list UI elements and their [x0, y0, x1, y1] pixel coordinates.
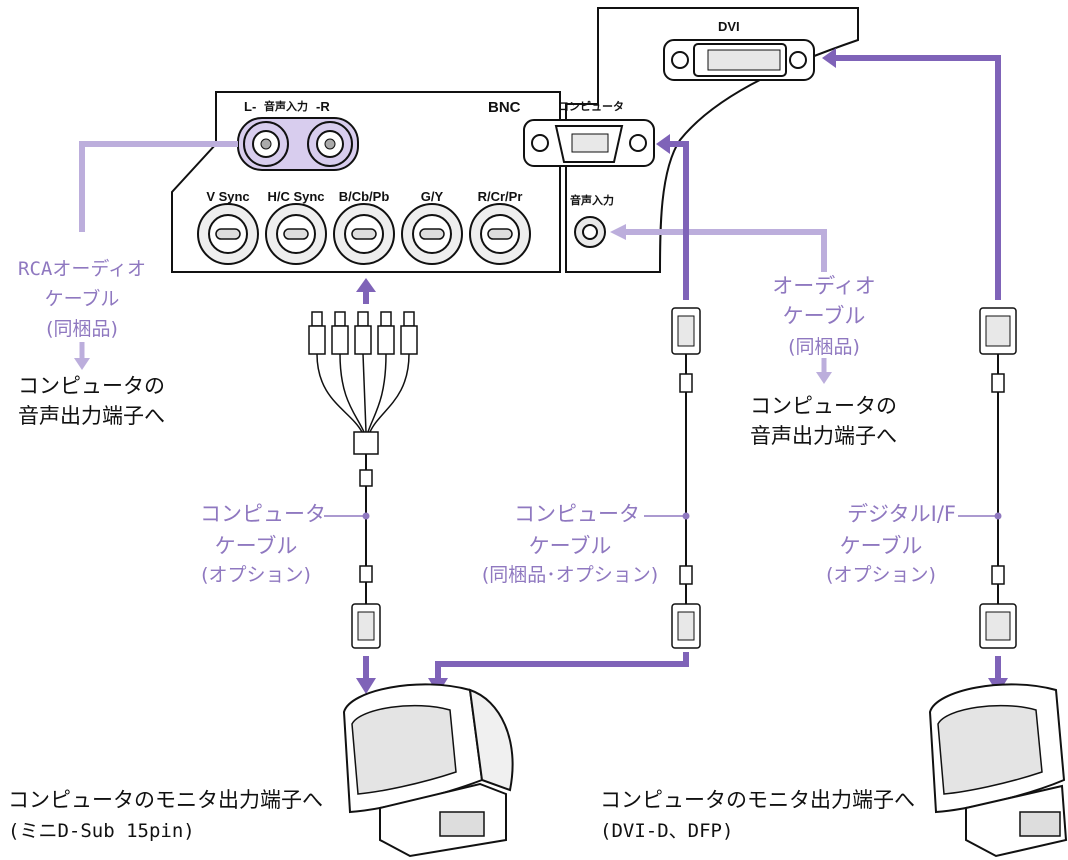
bnc-cable-label-2: ケーブル [214, 534, 298, 558]
bnc-port-label-r: R/Cr/Pr [477, 189, 523, 204]
left-destination-1: コンピュータの [18, 374, 165, 398]
rca-jacks-icon [237, 117, 359, 171]
computer-port-label: コンピュータ [558, 101, 624, 113]
bnc-port-label-b: B/Cb/Pb [338, 189, 390, 204]
pc-panel [565, 7, 859, 273]
rca-cable-label-3: (同梱品) [46, 318, 118, 340]
left-destination-2: 音声出力端子へ [18, 404, 165, 428]
audio-cable-label-2: ケーブル [782, 304, 866, 328]
dvi-cable-label-1: デジタルI/F [847, 502, 956, 526]
dvi-port-icon [663, 39, 815, 81]
mid-destination-1: コンピュータの [750, 394, 897, 418]
bnc-connector-r-icon [469, 203, 531, 265]
vga-cable-label-1: コンピュータ [514, 502, 640, 526]
bnc-connector-b-icon [333, 203, 395, 265]
audio-cable-label-1: オーディオ [772, 274, 876, 298]
bnc-connector-g-icon [401, 203, 463, 265]
bnc-port-label-v-sync: V Sync [206, 189, 250, 204]
dvi-cable-label-3: (オプション) [826, 564, 936, 586]
dvi-label: DVI [718, 19, 740, 34]
bnc-cable-label-3: (オプション) [201, 564, 311, 586]
audio-cable-label-3: (同梱品) [788, 336, 860, 358]
bnc-up-arrow [356, 278, 376, 304]
computer-monitor-left-icon [342, 683, 514, 858]
vga-path [656, 134, 689, 300]
bnc-connector-v-sync-icon [197, 203, 259, 265]
lr-label-l: L- [244, 99, 257, 114]
bnc-label: BNC [488, 99, 521, 116]
bnc-cable-icon [308, 311, 418, 649]
bnc-port-label-g: G/Y [420, 189, 444, 204]
monitor-left-label-1: コンピュータのモニタ出力端子へ [8, 788, 323, 812]
vga-port-icon [523, 119, 655, 167]
monitor-right-label-1: コンピュータのモニタ出力端子へ [600, 788, 915, 812]
lr-label-r: -R [316, 99, 330, 114]
rca-cable-label-2: ケーブル [44, 288, 120, 310]
dvi-cable-label-2: ケーブル [839, 534, 923, 558]
rca-cable-label-1: RCAオーディオ [18, 258, 146, 280]
audio-in-label: 音声入力 [570, 195, 614, 207]
bnc-connector-hc-sync-icon [265, 203, 327, 265]
bnc-port-label-hc-sync: H/C Sync [267, 189, 325, 204]
vga-cable-icon [671, 307, 701, 649]
mid-destination-2: 音声出力端子へ [750, 424, 897, 448]
pc-audio-path [610, 224, 832, 384]
computer-monitor-right-icon [928, 683, 1068, 858]
vga-cable-label-2: ケーブル [528, 534, 612, 558]
monitor-right-label-2: (DVI-D、DFP) [600, 820, 734, 842]
bnc-cable-label-1: コンピュータ [200, 502, 326, 526]
rca-audio-path [74, 141, 238, 370]
monitor-left-label-2: (ミニD-Sub 15pin) [8, 820, 195, 842]
vga-cable-label-3: (同梱品･オプション) [481, 564, 659, 586]
leader-lines [324, 512, 1002, 520]
dvi-path [822, 48, 1001, 300]
dvi-cable-icon [979, 307, 1017, 649]
lr-label-mid: 音声入力 [264, 101, 308, 113]
audio-jack-icon [574, 216, 606, 248]
